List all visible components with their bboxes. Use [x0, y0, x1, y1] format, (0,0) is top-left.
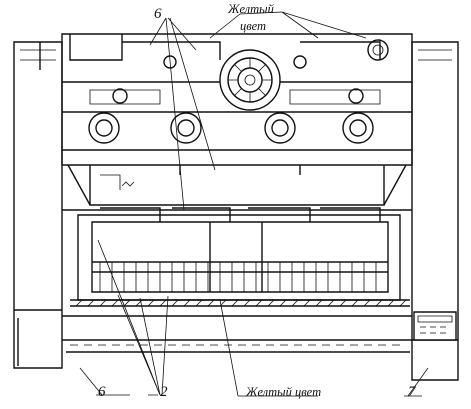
label-bottom-num-left: 6 — [98, 384, 106, 400]
label-bottom-num-right: 7 — [408, 384, 417, 400]
left-column — [13, 41, 63, 369]
label-bottom-note: Желтый цвет — [245, 385, 321, 399]
drive-wheel — [219, 49, 281, 111]
leader-lines — [79, 11, 429, 397]
control-cabinet — [413, 311, 457, 341]
gear-row — [88, 112, 374, 144]
label-top-note-line2: цвет — [240, 19, 266, 33]
label-top-num: 6 — [154, 6, 162, 22]
bed — [62, 315, 412, 353]
label-top-note-line1: Желтый — [227, 2, 275, 16]
die-area — [62, 207, 412, 307]
slide — [61, 150, 413, 206]
label-bottom-num-mid: 2 — [160, 384, 168, 400]
